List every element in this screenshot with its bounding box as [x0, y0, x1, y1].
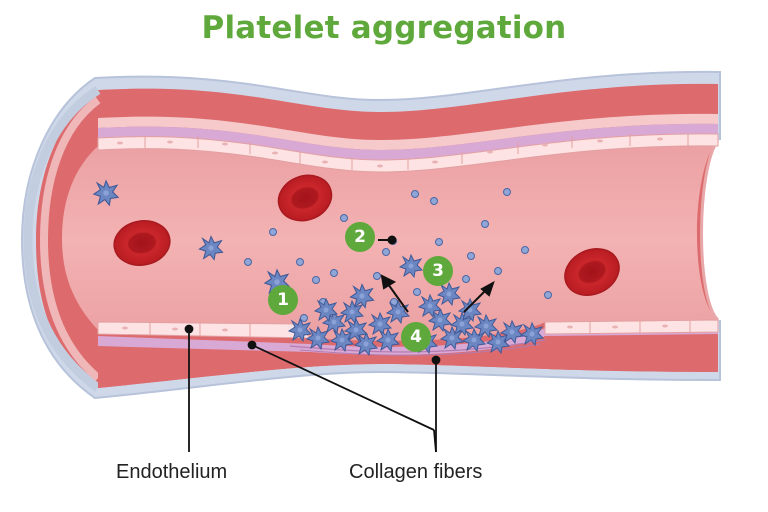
step-badge-2: 2 — [345, 222, 375, 252]
collagen-fibers-label: Collagen fibers — [349, 461, 482, 483]
red-blood-cell — [277, 174, 333, 222]
red-blood-cell — [113, 220, 171, 266]
endothelium-top — [97, 133, 719, 173]
svg-text:4: 4 — [410, 327, 422, 347]
diagram-title: Platelet aggregation — [201, 10, 567, 46]
step-badge-1: 1 — [268, 285, 298, 315]
step-badge-3: 3 — [423, 256, 453, 286]
svg-text:3: 3 — [432, 261, 444, 281]
svg-text:1: 1 — [277, 290, 289, 310]
red-blood-cells — [113, 174, 620, 296]
step-badge-4: 4 — [401, 322, 431, 352]
svg-text:2: 2 — [354, 227, 366, 247]
endothelium-label: Endothelium — [116, 461, 227, 483]
endothelium-bottom — [97, 319, 719, 339]
platelet-granules — [244, 188, 552, 322]
aggregation-arrows — [378, 235, 495, 313]
red-blood-cell — [564, 248, 620, 296]
label-leader-lines — [184, 324, 441, 453]
vessel-cut-face — [23, 86, 101, 392]
